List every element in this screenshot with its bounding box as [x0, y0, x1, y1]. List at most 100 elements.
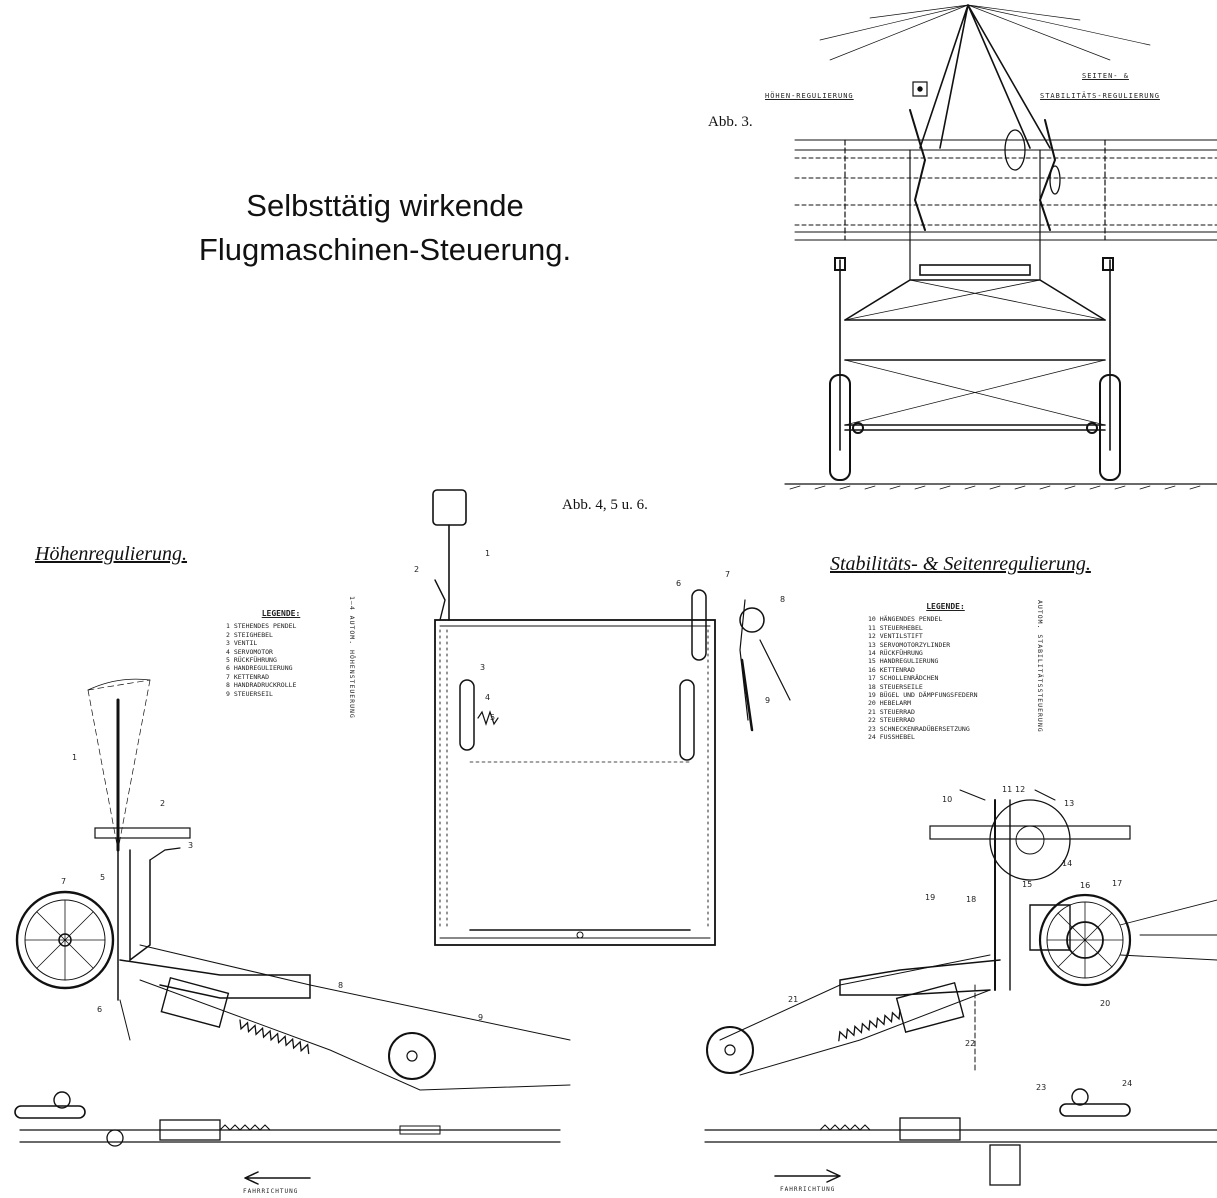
- fig3-hoehen-linkage: [909, 109, 927, 231]
- fig5-foot-pivot: [576, 931, 584, 939]
- fig6-dial-hub: [1015, 825, 1045, 855]
- legend-right-item: 21 STEUERRAD: [868, 707, 915, 716]
- fig6-label: 20: [1100, 999, 1110, 1008]
- fig6-return-spring: [838, 1009, 901, 1042]
- fig5-label: 5: [490, 713, 495, 722]
- legend-right-item: 10 HÄNGENDES PENDEL: [868, 615, 943, 624]
- fig5-lever-right: [691, 589, 707, 661]
- label-seiten-1: SEITEN- &: [1082, 72, 1129, 80]
- legend-left-item: 2 STEIGHEBEL: [226, 630, 273, 639]
- legend-left-side-note: 1–4 AUTOM. HÖHENSTEUERUNG: [348, 596, 356, 719]
- fig5-chain-left: [439, 629, 448, 931]
- fig4-plan-clip: [399, 1125, 441, 1135]
- fig4-label: 8: [338, 981, 343, 990]
- fig6-label: 10: [942, 795, 952, 804]
- fig6-servo-cylinder: [895, 981, 965, 1034]
- legend-left-item: 5 RÜCKFÜHRUNG: [226, 656, 277, 665]
- fig4-knob: [53, 1091, 71, 1109]
- fig4-floor: [94, 827, 191, 839]
- fig6-label: 16: [1080, 881, 1090, 890]
- fig6-label: 19: [925, 893, 935, 902]
- fig4-label: 7: [61, 877, 66, 886]
- fig3-seiten-linkage: [1038, 119, 1057, 231]
- legend-left-item: 8 HANDRADRUCKROLLE: [226, 681, 297, 690]
- fig4-label: 6: [97, 1005, 102, 1014]
- fig4-pendulum-arc: [87, 678, 151, 691]
- fig6-stabilitaet: [706, 789, 1217, 1076]
- fig4-label: 3: [188, 841, 193, 850]
- legend-left-title: LEGENDE:: [261, 609, 301, 618]
- fig6-label: 24: [1122, 1079, 1132, 1088]
- fig5-label: 6: [676, 579, 681, 588]
- fig3-handwheel: [1004, 129, 1026, 171]
- fig4-label: 1: [72, 753, 77, 762]
- fig6-plan-spring: [819, 1124, 871, 1131]
- legend-right-item: 22 STEUERRAD: [868, 716, 915, 725]
- label-hoehen-regulierung: HÖHEN-REGULIERUNG: [765, 92, 854, 100]
- fig5-label: 7: [725, 570, 730, 579]
- fig5-spring-left: [477, 710, 499, 726]
- legend-left-item: 6 HANDREGULIERUNG: [226, 664, 293, 673]
- fig6-dial: [989, 799, 1071, 881]
- fig6-label: 14: [1062, 859, 1072, 868]
- fig5-pendulum-bob: [432, 489, 467, 526]
- fig5-handwheel-left: [459, 679, 475, 751]
- fig5-lever: [434, 579, 446, 621]
- legend-left-item: 4 SERVOMOTOR: [226, 647, 273, 656]
- fig4-pulley-hub: [406, 1050, 418, 1062]
- legend-right-item: 13 SERVOMOTORZYLINDER: [868, 640, 951, 649]
- fig6-label: 15: [1022, 880, 1032, 889]
- label-seiten-2: STABILITÄTS-REGULIERUNG: [1040, 92, 1160, 100]
- fig6-callout-lines: [959, 789, 1056, 801]
- direction-label-right: FAHRRICHTUNG: [780, 1186, 836, 1193]
- fig4-hoehenregulierung: [15, 678, 571, 1091]
- fig6-handle: [1059, 1103, 1131, 1117]
- section-stabilitaet: Stabilitäts- & Seitenregulierung.: [830, 553, 1091, 575]
- legend-right-item: 20 HEBELARM: [868, 699, 912, 708]
- fig4-pulley: [388, 1032, 436, 1080]
- fig6-knob: [1071, 1088, 1089, 1106]
- fig3-rigging-wires: [819, 4, 1151, 61]
- legend-left-item: 7 KETTENRAD: [226, 672, 270, 681]
- fig4-plan-strip: [14, 1091, 561, 1185]
- fig3-aircraft-front-view: [784, 4, 1217, 490]
- fig3-wheels: [829, 257, 1121, 481]
- fig6-label: 22: [965, 1039, 975, 1048]
- fig5-label: 1: [485, 549, 490, 558]
- legend-left-item: 9 STEUERSEIL: [226, 689, 273, 698]
- fig4-upper-longeron: [139, 944, 571, 1041]
- legend-right-item: 19 BÜGEL UND DÄMPFUNGSFEDERN: [868, 691, 978, 700]
- legend-right-item: 23 SCHNECKENRADÜBERSETZUNG: [868, 724, 970, 733]
- fig3-mast: [919, 4, 1051, 149]
- fig4-chain-wheel: [15, 890, 115, 990]
- fig4-lever-arm: [119, 999, 131, 1041]
- fig4-label: 9: [478, 1013, 483, 1022]
- fig6-chain-wheel: [1038, 893, 1132, 987]
- fig6-worm-gear: [989, 1144, 1021, 1186]
- legend-right-item: 16 KETTENRAD: [868, 665, 915, 674]
- legend-right-item: 14 RÜCKFÜHRUNG: [868, 649, 923, 658]
- fig6-lever-box: [1029, 904, 1071, 951]
- fig3-control-dot: [917, 86, 923, 92]
- fig4-lower-longeron: [139, 979, 571, 1091]
- fig6-label: 21: [788, 995, 798, 1004]
- legend-right: LEGENDE: 10 HÄNGENDES PENDEL 11 STEUERHE…: [868, 602, 1023, 742]
- fig6-lower-longeron: [739, 989, 991, 1076]
- direction-label-left: FAHRRICHTUNG: [243, 1188, 299, 1195]
- fig4-plan-spring: [219, 1124, 271, 1131]
- legend-right-item: 17 SCHOLLENRÄDCHEN: [868, 674, 939, 683]
- fig4-fuselage-beam: [119, 959, 311, 999]
- fig4-servo-column: [117, 849, 151, 1001]
- fig6-plan-block: [899, 1117, 961, 1141]
- legend-right-item: 18 STEUERSEILE: [868, 682, 923, 691]
- fig6-wheel-spokes: [1046, 901, 1124, 979]
- fig3-wings: [794, 139, 1217, 241]
- fig4-handle: [14, 1105, 86, 1119]
- caption-fig-3: Abb. 3.: [708, 114, 753, 130]
- caption-fig-4-5-6: Abb. 4, 5 u. 6.: [562, 497, 648, 513]
- fig3-control-box-left: [912, 81, 928, 97]
- legend-left: LEGENDE: 1 STEHENDES PENDEL 2 STEIGHEBEL…: [226, 609, 336, 698]
- section-hoehenregulierung: Höhenregulierung.: [35, 543, 188, 565]
- fig6-label: 23: [1036, 1083, 1046, 1092]
